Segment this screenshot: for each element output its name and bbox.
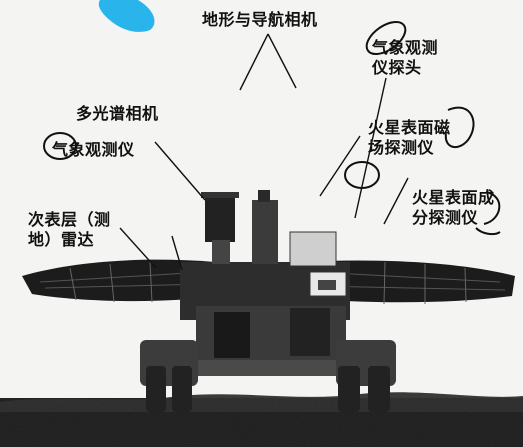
label-composition-line1: 火星表面成 — [412, 188, 495, 207]
blue-blob-decoration — [98, 0, 155, 32]
rover-body — [180, 262, 358, 376]
label-composition-line2: 分探测仪 — [412, 208, 479, 227]
mast — [201, 190, 337, 267]
label-magnetometer-line2: 场探测仪 — [368, 138, 435, 157]
label-multispectral-camera: 多光谱相机 — [76, 104, 159, 123]
label-weather-instrument-probe: 气象观测 仪探头 — [372, 38, 482, 78]
solar-panel-left — [22, 259, 218, 303]
handwritten-circles — [43, 21, 501, 236]
label-weather-instrument: 气象观测仪 — [52, 140, 135, 159]
label-radar-line1: 次表层（测 — [28, 210, 111, 229]
label-magnetometer: 火星表面磁 场探测仪 — [368, 118, 478, 158]
label-subsurface-radar: 次表层（测 地）雷达 — [28, 210, 138, 250]
ground — [0, 392, 523, 447]
leader-lines — [119, 33, 409, 271]
label-composition-detector: 火星表面成 分探测仪 — [412, 188, 522, 228]
label-weather-probe-line1: 气象观测 — [372, 38, 439, 57]
wheels — [140, 340, 396, 412]
label-weather-probe-line2: 仪探头 — [372, 58, 422, 77]
label-magnetometer-line1: 火星表面磁 — [368, 118, 451, 137]
label-terrain-navigation-camera: 地形与导航相机 — [202, 10, 318, 29]
label-radar-line2: 地）雷达 — [28, 230, 95, 249]
